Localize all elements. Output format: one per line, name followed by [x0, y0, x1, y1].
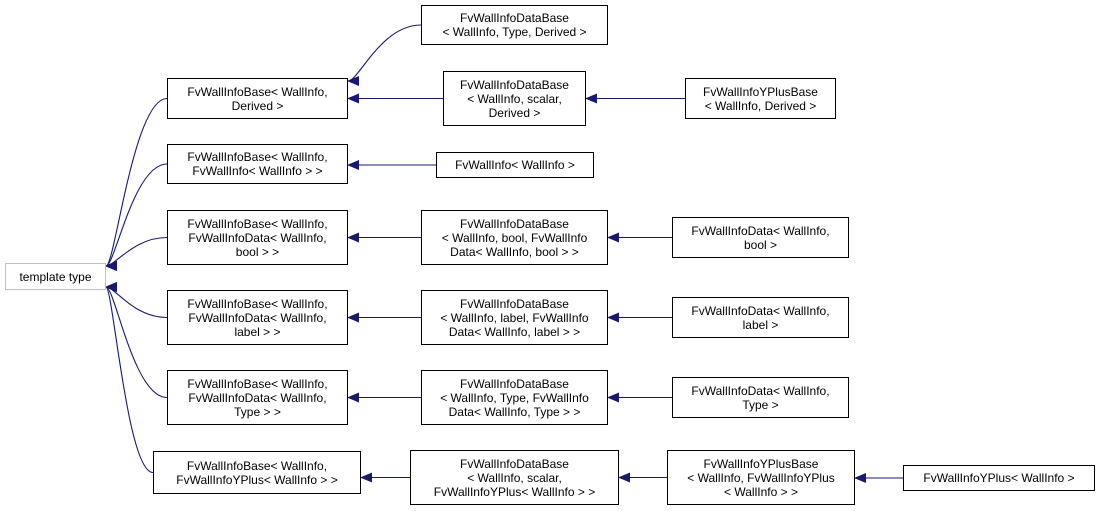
node-fvwallinfoyplusbase-derived[interactable]: FvWallInfoYPlusBase < WallInfo, Derived …: [685, 78, 836, 119]
edge-n16-to-root: [105, 282, 154, 474]
node-fvwallinfo[interactable]: FvWallInfo< WallInfo >: [436, 152, 594, 178]
node-fvwallinfobase-fvwallinfo[interactable]: FvWallInfoBase< WallInfo, FvWallInfo< Wa…: [167, 144, 348, 184]
node-fvwallinfobase-derived[interactable]: FvWallInfoBase< WallInfo, Derived >: [167, 78, 348, 119]
node-fvwallinfodatabase-label[interactable]: FvWallInfoDataBase < WallInfo, label, Fv…: [421, 290, 608, 345]
node-fvwallinfodatabase-scalar-derived[interactable]: FvWallInfoDataBase < WallInfo, scalar, D…: [443, 71, 586, 126]
edge-n2-to-n1: [347, 24, 422, 86]
node-fvwallinfodata-bool[interactable]: FvWallInfoData< WallInfo, bool >: [672, 217, 849, 258]
node-fvwallinfodatabase-type-derived[interactable]: FvWallInfoDataBase < WallInfo, Type, Der…: [421, 5, 608, 45]
edge-n7-to-root: [105, 236, 168, 271]
node-fvwallinfodatabase-bool[interactable]: FvWallInfoDataBase < WallInfo, bool, FvW…: [421, 210, 608, 265]
node-fvwallinfoyplusbase-yplus[interactable]: FvWallInfoYPlusBase < WallInfo, FvWallIn…: [667, 450, 855, 505]
node-fvwallinfoyplus[interactable]: FvWallInfoYPlus< WallInfo >: [903, 465, 1095, 491]
edge-n13-to-root: [105, 282, 168, 399]
node-fvwallinfobase-yplus[interactable]: FvWallInfoBase< WallInfo, FvWallInfoYPlu…: [153, 451, 361, 494]
edge-n5-to-root: [105, 163, 168, 271]
node-fvwallinfobase-data-bool[interactable]: FvWallInfoBase< WallInfo, FvWallInfoData…: [167, 210, 348, 265]
node-fvwallinfodatabase-scalar-yplus[interactable]: FvWallInfoDataBase < WallInfo, scalar, F…: [410, 450, 619, 505]
edge-n10-to-root: [105, 282, 168, 319]
node-fvwallinfodatabase-type-data[interactable]: FvWallInfoDataBase < WallInfo, Type, FvW…: [421, 370, 608, 425]
node-fvwallinfobase-data-label[interactable]: FvWallInfoBase< WallInfo, FvWallInfoData…: [167, 290, 348, 345]
node-fvwallinfodata-type[interactable]: FvWallInfoData< WallInfo, Type >: [672, 377, 849, 418]
edge-n1-to-root: [105, 97, 168, 271]
node-template-type[interactable]: template type: [5, 263, 106, 290]
node-fvwallinfobase-data-type[interactable]: FvWallInfoBase< WallInfo, FvWallInfoData…: [167, 370, 348, 425]
node-fvwallinfodata-label[interactable]: FvWallInfoData< WallInfo, label >: [672, 297, 849, 338]
